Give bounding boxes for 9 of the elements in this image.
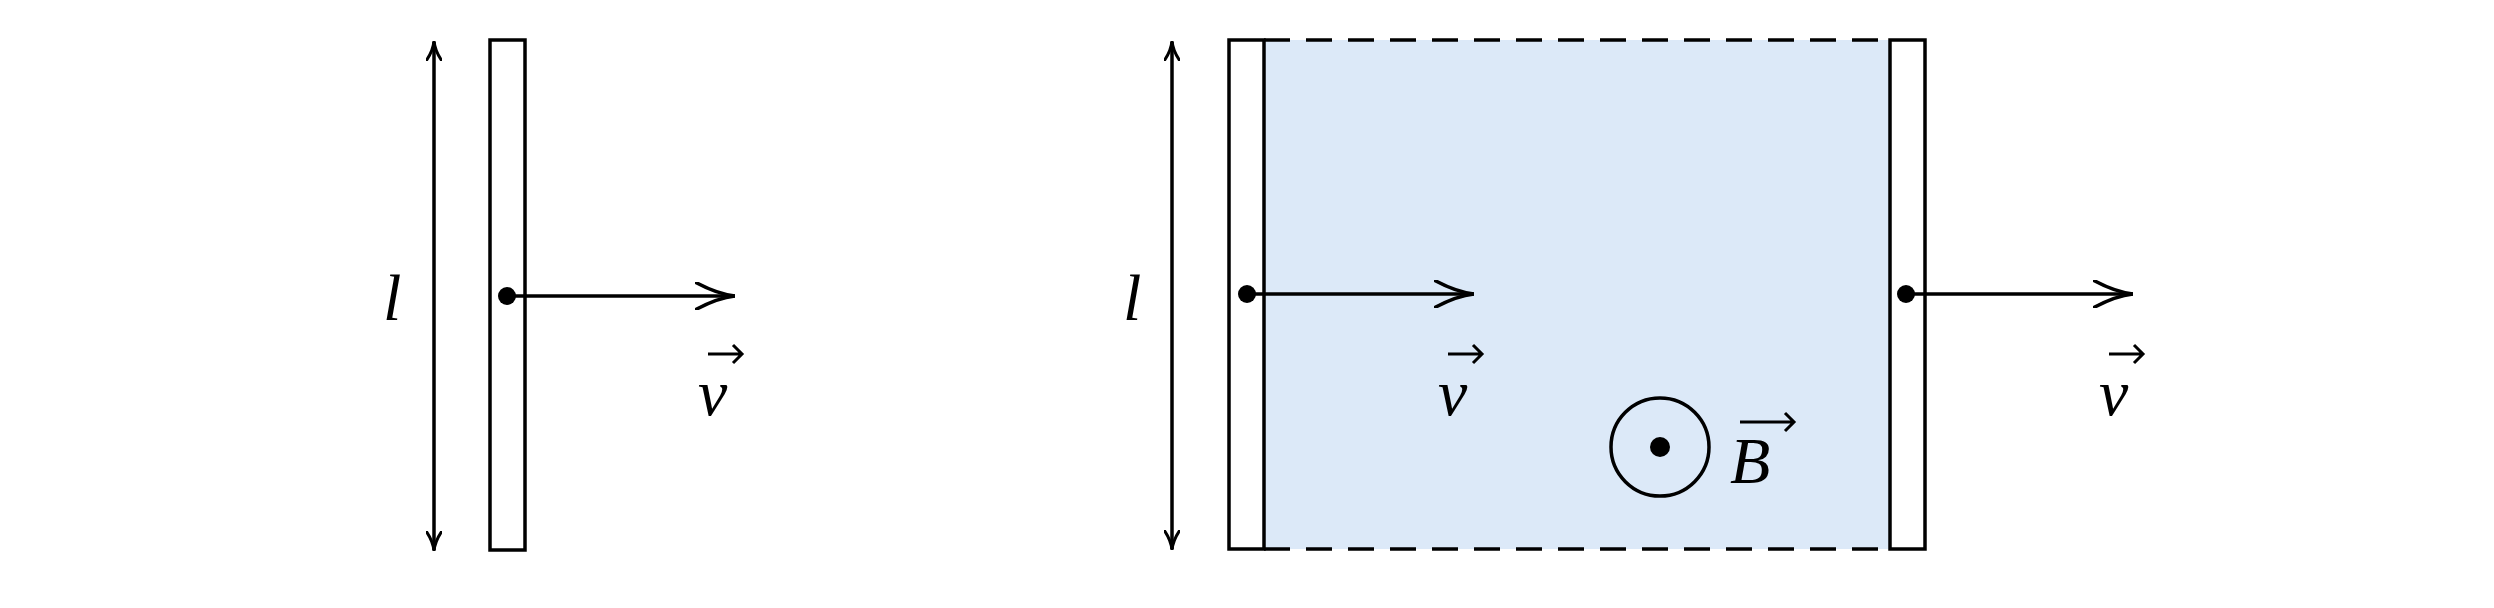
magnetic-field-label: B — [1730, 428, 1771, 494]
velocity-label: v — [1438, 360, 1468, 426]
rod — [1227, 38, 1266, 551]
rod — [488, 38, 527, 552]
rod — [1888, 38, 1927, 551]
length-label: l — [1123, 265, 1142, 331]
length-label: l — [383, 265, 402, 331]
velocity-label: v — [2099, 360, 2129, 426]
velocity-label: v — [698, 360, 728, 426]
